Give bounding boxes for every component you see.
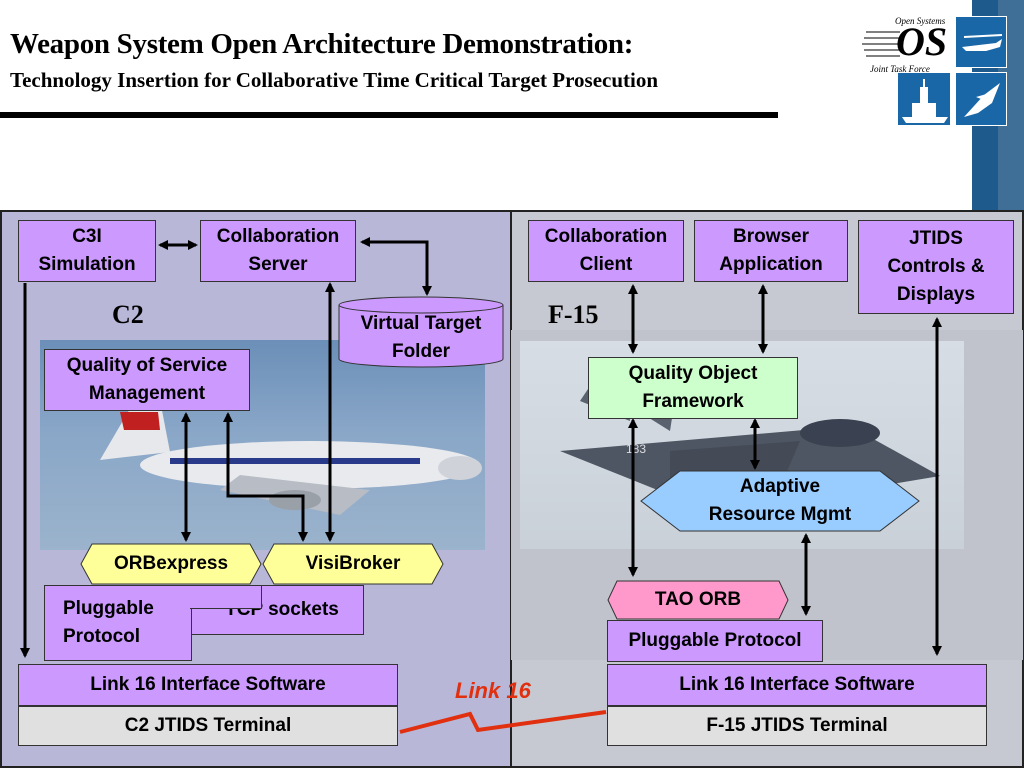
adaptive-resource-box: Adaptive Resource Mgmt [640, 470, 920, 532]
f15-label: F-15 [548, 300, 599, 329]
tao-orb-hexagon [607, 580, 789, 620]
logo-lines [862, 31, 900, 57]
adaptive-resource-hexagon [640, 470, 920, 532]
logo-top-text: Open Systems [895, 16, 946, 26]
tao-orb-label: TAO ORB [654, 589, 742, 610]
orbexpress-box: ORBexpress [80, 543, 262, 585]
c2-link16-software-box: Link 16 Interface Software [18, 664, 398, 706]
database-cylinder-icon [338, 296, 504, 368]
title-rule [0, 112, 778, 118]
orbexpress-label: ORBexpress [113, 553, 229, 574]
jtids-controls-box: JTIDS Controls & Displays [858, 220, 1014, 314]
pluggable-tab [190, 585, 262, 609]
logo-main-text: OS [896, 19, 948, 64]
f15-link16-software-box: Link 16 Interface Software [607, 664, 987, 706]
adaptive-resource-label: Adaptive Resource Mgmt [708, 476, 852, 525]
visibroker-label: VisiBroker [305, 553, 401, 574]
os-jtf-logo [860, 18, 952, 70]
browser-application-box: Browser Application [694, 220, 848, 282]
f15-jtids-terminal-box: F-15 JTIDS Terminal [607, 706, 987, 746]
virtual-target-folder-label: Virtual Target Folder [360, 313, 482, 362]
virtual-target-folder-box: Virtual Target Folder [338, 296, 504, 368]
c2-label: C2 [112, 300, 144, 329]
pluggable-protocol-box: Pluggable Protocol [44, 585, 192, 661]
c2-jtids-terminal-box: C2 JTIDS Terminal [18, 706, 398, 746]
link16-label: Link 16 [455, 678, 531, 703]
collaboration-client-box: Collaboration Client [528, 220, 684, 282]
collaboration-server-box: Collaboration Server [200, 220, 356, 282]
fighter-jet-icon [955, 72, 1007, 126]
f15-pluggable-protocol-box: Pluggable Protocol [607, 620, 823, 662]
visibroker-box: VisiBroker [262, 543, 444, 585]
quality-object-framework-box: Quality Object Framework [588, 357, 798, 419]
c3i-simulation-box: C3I Simulation [18, 220, 156, 282]
page-subtitle: Technology Insertion for Collaborative T… [10, 68, 659, 92]
tao-orb-box: TAO ORB [607, 580, 789, 620]
visibroker-hexagon [262, 543, 444, 585]
ship-icon [897, 72, 951, 126]
logo-bottom-text: Joint Task Force [870, 64, 930, 74]
qos-management-box: Quality of Service Management [44, 349, 250, 411]
helicopter-icon [955, 16, 1007, 68]
orbexpress-hexagon [80, 543, 262, 585]
page-title: Weapon System Open Architecture Demonstr… [10, 28, 634, 60]
